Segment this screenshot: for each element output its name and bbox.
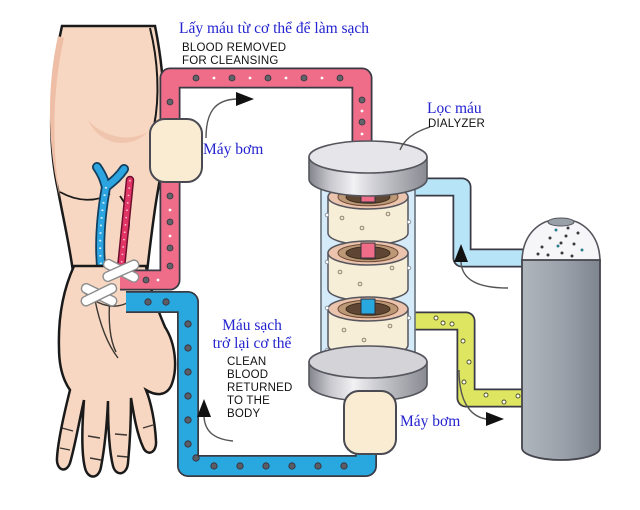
pump-top-body	[149, 118, 203, 183]
needle-site-tape	[80, 258, 140, 307]
filter-disc-3	[327, 296, 409, 358]
flow-arrow-dialysate-up	[454, 244, 509, 289]
blood-out-tube-highlights	[156, 76, 364, 282]
dialyzer	[308, 140, 428, 402]
blood-return-tube-dots	[144, 298, 348, 470]
dialysate-bottom-tube-bubbles	[433, 315, 521, 405]
muscle-shading	[88, 120, 148, 144]
tank-dome-cap	[547, 217, 575, 227]
dialysate-bottom-tube	[405, 311, 530, 408]
label-pump-bottom: Máy bơm	[400, 413, 461, 430]
dialysate-top-tube-fill	[405, 179, 530, 266]
label-dialyzer-en: DIALYZER	[428, 118, 485, 130]
flow-arrow-blood-out	[205, 92, 254, 139]
dialysate-tank	[521, 217, 601, 461]
shoulder-contour-line	[149, 27, 159, 127]
hand-shape	[55, 264, 177, 478]
dialyzer-bottom-cap	[308, 345, 428, 402]
label-clean-blood-vi: Máu sạch trở lại cơ thể	[212, 317, 292, 352]
flow-arrow-blood-return	[197, 399, 234, 442]
vein-speckles	[99, 186, 107, 333]
tank-dome-speckles	[536, 226, 584, 258]
blood-out-tube-fill	[120, 69, 371, 289]
dialyzer-label-leader-line	[399, 126, 431, 151]
flow-arrow-dialysate-out	[458, 369, 504, 426]
dialysate-top-tube	[405, 177, 530, 268]
arm-shading	[49, 36, 64, 198]
tank-body	[521, 259, 601, 461]
pump-bottom-body	[343, 390, 397, 455]
arm-illustration	[49, 24, 177, 478]
label-blood-removed-en: BLOOD REMOVED FOR CLEANSING	[182, 42, 287, 67]
label-clean-blood-en: CLEAN BLOOD RETURNED TO THE BODY	[227, 356, 293, 420]
dialyzer-top-cap	[308, 140, 428, 197]
label-pump-top: Máy bơm	[203, 141, 264, 158]
upper-arm-shape	[49, 24, 166, 274]
label-blood-removed-vi: Lấy máu từ cơ thể để làm sạch	[179, 20, 370, 37]
label-dialyzer-vi: Lọc máu	[427, 100, 482, 117]
filter-disc-2	[327, 240, 409, 302]
dialysate-bottom-tube-fill	[405, 313, 530, 406]
